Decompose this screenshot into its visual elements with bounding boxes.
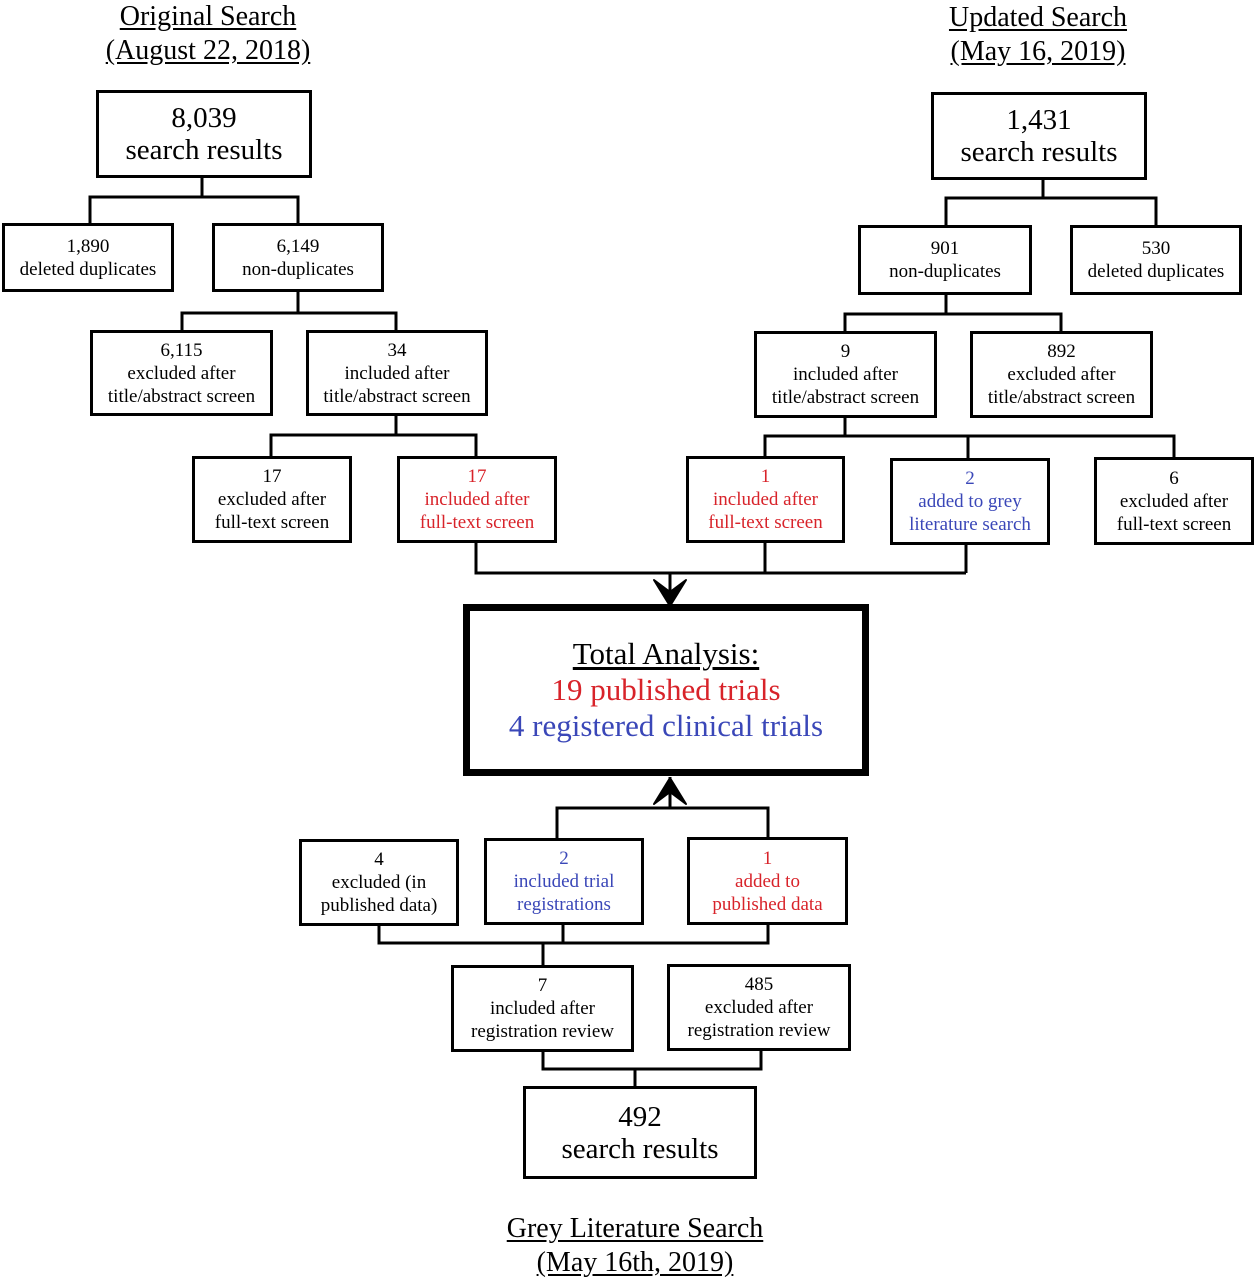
count: 9: [840, 341, 851, 362]
total-analysis-title: Total Analysis:: [572, 636, 760, 671]
label: registrations: [517, 894, 611, 915]
count: 1: [762, 847, 773, 869]
original-deleted-duplicates-box: 1,890 deleted duplicates: [2, 223, 174, 292]
label: excluded after: [127, 362, 236, 384]
label: search results: [561, 1132, 719, 1165]
label: full-text screen: [1116, 513, 1232, 535]
original-excluded-full-text-box: 17 excluded after full-text screen: [192, 456, 352, 543]
count: 17: [262, 466, 282, 487]
grey-added-published-box: 1 added to published data: [687, 837, 848, 925]
count: 6: [1169, 467, 1179, 489]
grey-search-results-box: 492 search results: [523, 1086, 757, 1179]
label: deleted duplicates: [19, 258, 157, 280]
label: included after: [344, 362, 450, 384]
original-included-title-abstract-box: 34 included after title/abstract screen: [306, 330, 488, 416]
updated-deleted-duplicates-box: 530 deleted duplicates: [1070, 225, 1242, 295]
label: full-text screen: [708, 512, 823, 533]
label: registration review: [687, 1020, 831, 1041]
updated-included-title-abstract-box: 9 included after title/abstract screen: [754, 331, 937, 418]
original-non-duplicates-box: 6,149 non-duplicates: [212, 223, 384, 292]
count: 7: [537, 975, 548, 996]
original-search-date: (August 22, 2018): [105, 35, 311, 66]
grey-literature-header: Grey Literature Search (May 16th, 2019): [435, 1212, 835, 1280]
count: 8,039: [171, 102, 237, 134]
label: excluded after: [1119, 490, 1229, 512]
label: included trial: [513, 871, 615, 892]
count: 6,115: [160, 339, 203, 361]
updated-search-header: Updated Search (May 16, 2019): [898, 1, 1178, 69]
count: 6,149: [276, 235, 320, 257]
label: literature search: [909, 514, 1031, 535]
count: 4: [374, 849, 384, 870]
grey-excluded-published-box: 4 excluded (in published data): [299, 839, 459, 926]
updated-non-duplicates-box: 901 non-duplicates: [858, 225, 1032, 295]
count: 901: [930, 238, 960, 259]
updated-added-grey-box: 2 added to grey literature search: [890, 458, 1050, 545]
label: non-duplicates: [889, 261, 1001, 282]
label: added to grey: [918, 491, 1022, 512]
label: excluded after: [1007, 364, 1116, 385]
count: 17: [467, 466, 487, 487]
label: non-duplicates: [242, 258, 354, 280]
count: 892: [1047, 341, 1076, 362]
label: title/abstract screen: [107, 385, 256, 407]
updated-search-results-box: 1,431 search results: [931, 92, 1147, 180]
updated-search-date: (May 16, 2019): [950, 36, 1126, 67]
count: 530: [1141, 238, 1171, 259]
label: registration review: [471, 1021, 614, 1042]
label: search results: [125, 134, 283, 166]
label: included after: [793, 364, 898, 385]
count: 492: [618, 1100, 662, 1133]
grey-literature-title: Grey Literature Search: [506, 1213, 764, 1244]
label: included after: [424, 489, 530, 510]
label: included after: [490, 998, 595, 1019]
label: title/abstract screen: [771, 387, 920, 408]
grey-literature-date: (May 16th, 2019): [536, 1247, 734, 1278]
label: excluded after: [704, 997, 814, 1018]
label: title/abstract screen: [987, 387, 1136, 408]
label: excluded (in: [331, 872, 427, 893]
original-search-header: Original Search (August 22, 2018): [68, 0, 348, 68]
original-excluded-title-abstract-box: 6,115 excluded after title/abstract scre…: [90, 330, 273, 416]
count: 34: [387, 339, 407, 361]
updated-included-full-text-box: 1 included after full-text screen: [686, 456, 845, 543]
count: 2: [965, 468, 975, 489]
original-search-results-box: 8,039 search results: [96, 90, 312, 178]
label: published data: [712, 893, 823, 915]
count: 1: [760, 466, 771, 487]
grey-excluded-review-box: 485 excluded after registration review: [667, 964, 851, 1051]
label: full-text screen: [419, 512, 535, 533]
original-search-title: Original Search: [119, 1, 297, 32]
label: included after: [713, 489, 818, 510]
label: excluded after: [217, 489, 327, 510]
total-analysis-box: Total Analysis: 19 published trials 4 re…: [463, 604, 869, 776]
label: full-text screen: [214, 512, 330, 533]
updated-excluded-title-abstract-box: 892 excluded after title/abstract screen: [970, 331, 1153, 418]
original-included-full-text-box: 17 included after full-text screen: [397, 456, 557, 543]
label: title/abstract screen: [323, 385, 471, 407]
updated-search-title: Updated Search: [948, 2, 1128, 33]
count: 1,890: [66, 235, 110, 257]
label: search results: [960, 136, 1118, 168]
published-trials-count: 19 published trials: [551, 672, 781, 707]
count: 2: [559, 848, 569, 869]
label: published data): [320, 895, 438, 916]
updated-excluded-full-text-box: 6 excluded after full-text screen: [1094, 457, 1254, 545]
label: added to: [735, 870, 800, 892]
grey-included-registrations-box: 2 included trial registrations: [484, 838, 644, 925]
count: 485: [744, 974, 774, 995]
grey-included-review-box: 7 included after registration review: [451, 965, 634, 1052]
label: deleted duplicates: [1087, 261, 1225, 282]
registered-trials-count: 4 registered clinical trials: [508, 708, 824, 743]
count: 1,431: [1006, 104, 1072, 136]
